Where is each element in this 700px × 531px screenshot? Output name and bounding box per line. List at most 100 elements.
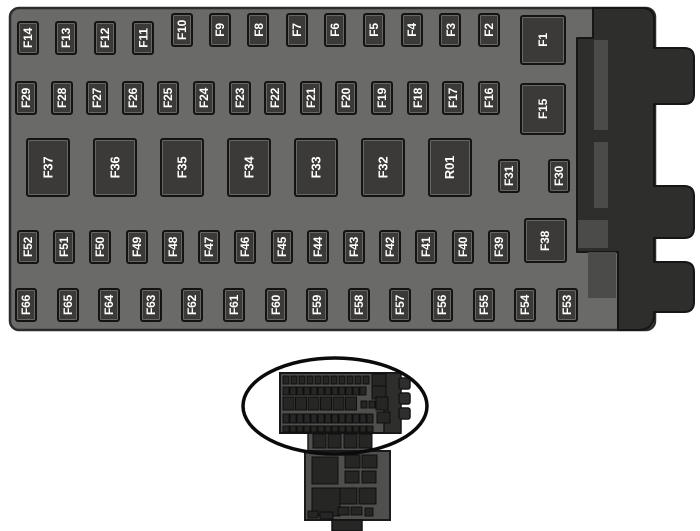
fuse-label: F29 [19,87,34,109]
fuse-label: F30 [552,165,567,187]
fuse-label: F62 [185,294,200,316]
fuse-F60: F60 [264,288,287,322]
fuse-F50: F50 [89,230,112,264]
fuse-label: F66 [19,294,34,316]
fuse-F17: F17 [442,81,465,115]
fuse-F35: F35 [160,138,204,197]
fuse-F3: F3 [439,13,462,47]
fuse-F4: F4 [401,13,424,47]
fuse-label: F51 [57,236,72,258]
fuse-label: F11 [136,28,151,48]
fuse-label: F58 [351,294,366,316]
fuse-label: F54 [518,294,533,316]
fuse-F5: F5 [362,13,385,47]
location-callout-ellipse [241,356,429,456]
fuse-F64: F64 [98,288,121,322]
fuse-F63: F63 [139,288,162,322]
fuse-F31: F31 [498,159,520,193]
fuse-F29: F29 [15,81,37,115]
fuse-F8: F8 [247,13,270,47]
fuse-F6: F6 [324,13,347,47]
fuse-label: F6 [328,23,343,37]
fuse-label: F65 [60,294,75,316]
fuse-F12: F12 [93,21,116,55]
fuse-label: F24 [197,87,212,109]
fuse-label: F22 [268,87,283,109]
fuse-F36: F36 [93,138,137,197]
fuse-F53: F53 [555,288,578,322]
fuse-label: F64 [102,294,117,316]
fuse-label: F23 [232,87,247,109]
fuse-F27: F27 [86,81,109,115]
fuse-F13: F13 [55,21,78,55]
fuse-F11: F11 [132,21,155,55]
fuse-label: F18 [410,87,425,109]
fuse-F25: F25 [157,81,180,115]
fuse-label: F38 [538,230,553,251]
fuse-label: F44 [310,236,325,258]
fuse-F18: F18 [406,81,429,115]
fuse-label: F47 [202,236,217,258]
fuse-F56: F56 [431,288,454,322]
fuse-label: F15 [535,98,550,120]
fuse-label: F26 [125,87,140,109]
fuse-label: F41 [419,236,434,258]
fuse-F41: F41 [415,230,438,264]
fuse-label: F37 [40,156,56,179]
fuse-label: F53 [559,294,574,316]
fuse-label: F39 [491,236,506,258]
fuse-F40: F40 [451,230,474,264]
fuse-label: F52 [21,236,36,258]
fuse-F32: F32 [361,138,405,197]
fuse-label: F42 [383,236,398,258]
fuse-label: F34 [241,156,257,179]
fuse-F66: F66 [15,288,37,322]
fuse-row-3-large: F37 F36 F35 F34 F33 F32 R01 [26,138,472,197]
fusebox-location-thumbnail [220,350,480,531]
fuse-F48: F48 [161,230,184,264]
fuse-F16: F16 [477,81,500,115]
fuse-F43: F43 [342,230,365,264]
fuse-F15: F15 [520,83,566,135]
fuse-label: F27 [90,87,105,109]
fuse-label: F55 [476,294,491,316]
fuse-label: F48 [165,236,180,258]
fuse-F23: F23 [228,81,251,115]
fuse-label: F25 [161,87,176,109]
fuse-label: F46 [238,236,253,258]
fuse-F65: F65 [56,288,79,322]
fuse-F37: F37 [26,138,70,197]
fuse-F61: F61 [223,288,246,322]
fuse-label: F16 [481,87,496,109]
fuse-F51: F51 [53,230,76,264]
connector-accent-details [578,40,616,298]
fuse-F1: F1 [520,15,566,65]
fuse-F24: F24 [193,81,216,115]
fuse-F62: F62 [181,288,204,322]
fuse-label: F45 [274,236,289,258]
fuse-F57: F57 [389,288,412,322]
fuse-label: F56 [435,294,450,316]
fuse-label: F13 [59,27,74,49]
fuse-F34: F34 [227,138,271,197]
fuse-F52: F52 [17,230,39,264]
fuse-F33: F33 [294,138,338,197]
fuse-label: R01 [442,155,458,180]
fuse-label: F4 [405,23,420,37]
fuse-label: F60 [268,294,283,316]
fuse-label: F35 [174,156,190,179]
fuse-label: F8 [251,23,266,37]
fuse-label: F7 [289,23,304,37]
fuse-F14: F14 [17,21,39,55]
fuse-label: F20 [339,87,354,109]
fuse-F38: F38 [524,218,567,263]
fuse-F49: F49 [125,230,148,264]
fuse-label: F43 [346,236,361,258]
fuse-label: F5 [366,23,381,37]
fuse-label: F19 [375,87,390,109]
fuse-label: F10 [174,19,189,41]
fuse-F39: F39 [487,230,510,264]
fuse-label: F12 [97,27,112,49]
